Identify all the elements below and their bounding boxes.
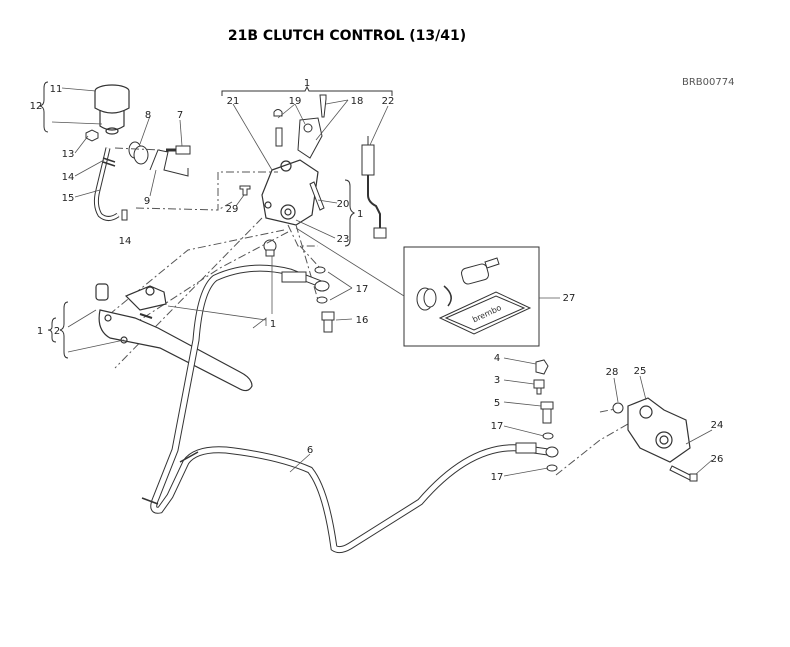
screw-part-29 xyxy=(239,185,251,196)
repair-kit-box-part-27 xyxy=(403,246,540,347)
callout-21: 21 xyxy=(227,96,240,107)
callout-19: 19 xyxy=(289,96,302,107)
callout-1-top: 1 xyxy=(304,78,310,89)
callout-29: 29 xyxy=(226,204,239,215)
washer-part-17-b xyxy=(316,296,328,304)
bolt-part-5 xyxy=(540,401,554,424)
hose-clip-part-14b xyxy=(121,209,128,221)
banjo-bolt-part-16 xyxy=(321,311,335,333)
screw-part-26 xyxy=(669,465,698,482)
callout-22: 22 xyxy=(382,96,395,107)
bracket-reservoir-12 xyxy=(39,81,49,133)
callout-27: 27 xyxy=(563,293,576,304)
clutch-hose-part-6 xyxy=(141,264,549,554)
callout-14-a: 14 xyxy=(62,172,75,183)
callout-20: 20 xyxy=(337,199,350,210)
callout-1-left: 1 xyxy=(37,326,43,337)
reservoir-bracket-part-9 xyxy=(149,149,189,177)
callout-2: 2 xyxy=(54,326,60,337)
banjo-bolt-part-18 xyxy=(319,94,327,118)
valve-cap-part-19 xyxy=(273,109,283,147)
callout-14-b: 14 xyxy=(119,236,132,247)
callout-24: 24 xyxy=(711,420,724,431)
bleed-cap-part-4 xyxy=(535,359,549,375)
seal-part-23 xyxy=(263,239,277,257)
callout-18: 18 xyxy=(351,96,364,107)
seal-part-28 xyxy=(612,402,624,414)
callout-15: 15 xyxy=(62,193,75,204)
banjo-end-upper xyxy=(314,280,330,292)
callout-1-right: 1 xyxy=(357,209,363,220)
callout-26: 26 xyxy=(711,454,724,465)
bleed-valve-part-3 xyxy=(533,379,545,395)
bracket-assembly-1-top xyxy=(221,85,393,96)
washer-part-17-c xyxy=(542,432,554,440)
callout-17-a: 17 xyxy=(356,284,369,295)
master-cylinder-body-part xyxy=(261,159,319,226)
callout-12: 12 xyxy=(30,101,43,112)
drawing-reference-code: BRB00774 xyxy=(682,77,735,88)
screw-part-7 xyxy=(166,145,191,155)
callout-25: 25 xyxy=(634,366,647,377)
bracket-lever-2 xyxy=(59,301,69,359)
callout-28: 28 xyxy=(606,367,619,378)
callout-9: 9 xyxy=(144,196,150,207)
washer-part-17-a xyxy=(314,266,326,274)
callout-17-c: 17 xyxy=(491,472,504,483)
callout-8: 8 xyxy=(145,110,151,121)
callout-16: 16 xyxy=(356,315,369,326)
callout-3: 3 xyxy=(494,375,500,386)
callout-17-b: 17 xyxy=(491,421,504,432)
clutch-switch-part-22 xyxy=(361,136,387,239)
pin-part-20 xyxy=(309,181,325,211)
hose-clip-part-14 xyxy=(102,157,116,167)
bracket-lever-1 xyxy=(47,317,57,343)
callout-11: 11 xyxy=(50,84,63,95)
banjo-end-lower xyxy=(545,446,559,458)
callout-6: 6 xyxy=(307,445,313,456)
callout-7: 7 xyxy=(177,110,183,121)
grommet-part-8 xyxy=(128,141,149,165)
page-title: 21B CLUTCH CONTROL (13/41) xyxy=(227,28,467,44)
callout-5: 5 xyxy=(494,398,500,409)
washer-part-17-d xyxy=(546,464,558,472)
lever-assembly-part-2 xyxy=(95,283,253,392)
callout-23: 23 xyxy=(337,234,350,245)
callout-1-bottom: 1 xyxy=(270,319,276,330)
bracket-assembly-1-right xyxy=(344,179,356,247)
callout-4: 4 xyxy=(494,353,500,364)
reservoir-part xyxy=(94,84,130,135)
slave-cylinder-part-25 xyxy=(627,397,691,463)
nut-part-13 xyxy=(85,129,99,142)
callout-13: 13 xyxy=(62,149,75,160)
